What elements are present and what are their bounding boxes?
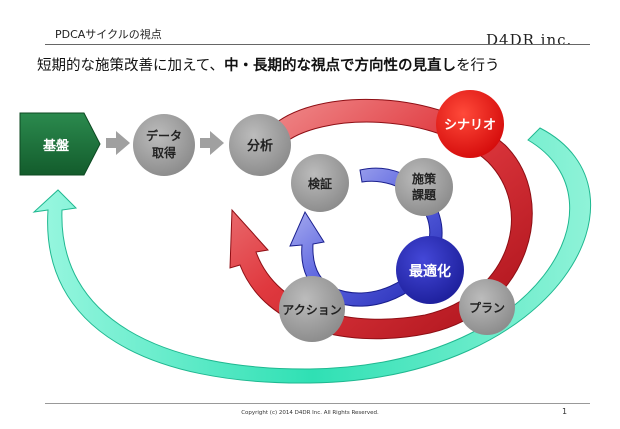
foundation-label: 基盤 bbox=[42, 138, 70, 154]
optimization-node: 最適化 bbox=[396, 236, 464, 304]
analysis-node: 分析 bbox=[229, 114, 291, 176]
measures-node: 施策 課題 bbox=[395, 158, 453, 216]
red-cycle-ring bbox=[229, 98, 533, 340]
scenario-node: シナリオ bbox=[436, 90, 504, 158]
plan-node: プラン bbox=[459, 279, 515, 335]
verification-label: 検証 bbox=[308, 176, 332, 191]
measures-label-1: 施策 bbox=[412, 171, 437, 186]
data-acquisition-node: データ 取得 bbox=[133, 114, 195, 176]
data-acquisition-label-2: 取得 bbox=[152, 145, 176, 160]
header-divider bbox=[45, 44, 590, 45]
optimization-label: 最適化 bbox=[409, 263, 451, 280]
action-node: アクション bbox=[279, 276, 345, 342]
action-label: アクション bbox=[282, 303, 341, 317]
subtitle-pre: 短期的な施策改善に加えて、 bbox=[37, 58, 225, 74]
subtitle-emphasis: 中・長期的な視点で方向性の見直し bbox=[224, 58, 457, 74]
copyright-text: Copyright (c) 2014 D4DR Inc. All Rights … bbox=[241, 410, 379, 416]
data-acquisition-label-1: データ bbox=[146, 128, 182, 143]
foundation-node: 基盤 bbox=[19, 112, 101, 176]
slide-subtitle: 短期的な施策改善に加えて、中・長期的な視点で方向性の見直しを行う bbox=[37, 54, 500, 75]
analysis-label: 分析 bbox=[247, 138, 273, 154]
measures-label-2: 課題 bbox=[412, 187, 437, 202]
flow-arrow-1 bbox=[106, 131, 130, 155]
flow-arrow-2 bbox=[200, 131, 224, 155]
header-title: PDCAサイクルの視点 bbox=[55, 28, 162, 41]
subtitle-post: を行う bbox=[456, 58, 500, 74]
plan-label: プラン bbox=[469, 300, 505, 315]
footer-divider bbox=[45, 403, 590, 404]
scenario-label: シナリオ bbox=[444, 118, 496, 133]
verification-node: 検証 bbox=[291, 154, 349, 212]
page-number: 1 bbox=[562, 407, 568, 416]
